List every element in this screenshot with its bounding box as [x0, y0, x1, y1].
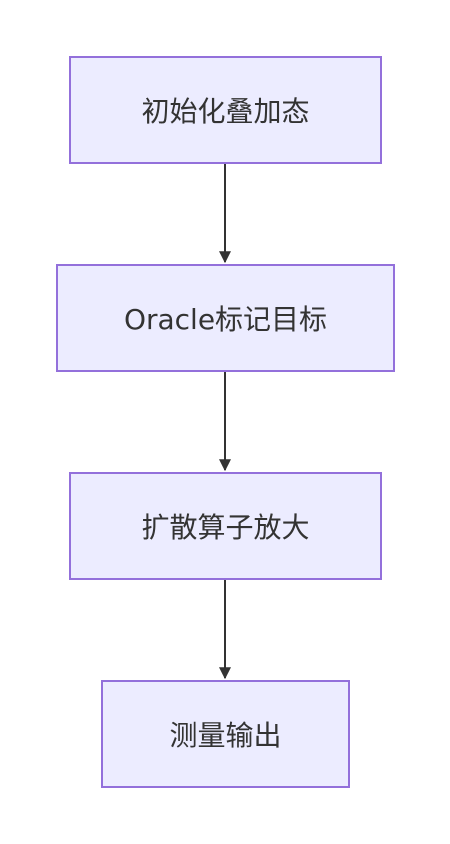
node-label: 测量输出 — [169, 719, 282, 752]
node-label: 初始化叠加态 — [141, 95, 310, 128]
node-label: 扩散算子放大 — [141, 511, 310, 544]
node-measure-output: 测量输出 — [101, 680, 350, 788]
node-init-superposition: 初始化叠加态 — [69, 56, 382, 164]
node-label: Oracle标记目标 — [123, 303, 328, 336]
node-diffusion-amplify: 扩散算子放大 — [69, 472, 382, 580]
node-oracle-mark: Oracle标记目标 — [56, 264, 395, 372]
